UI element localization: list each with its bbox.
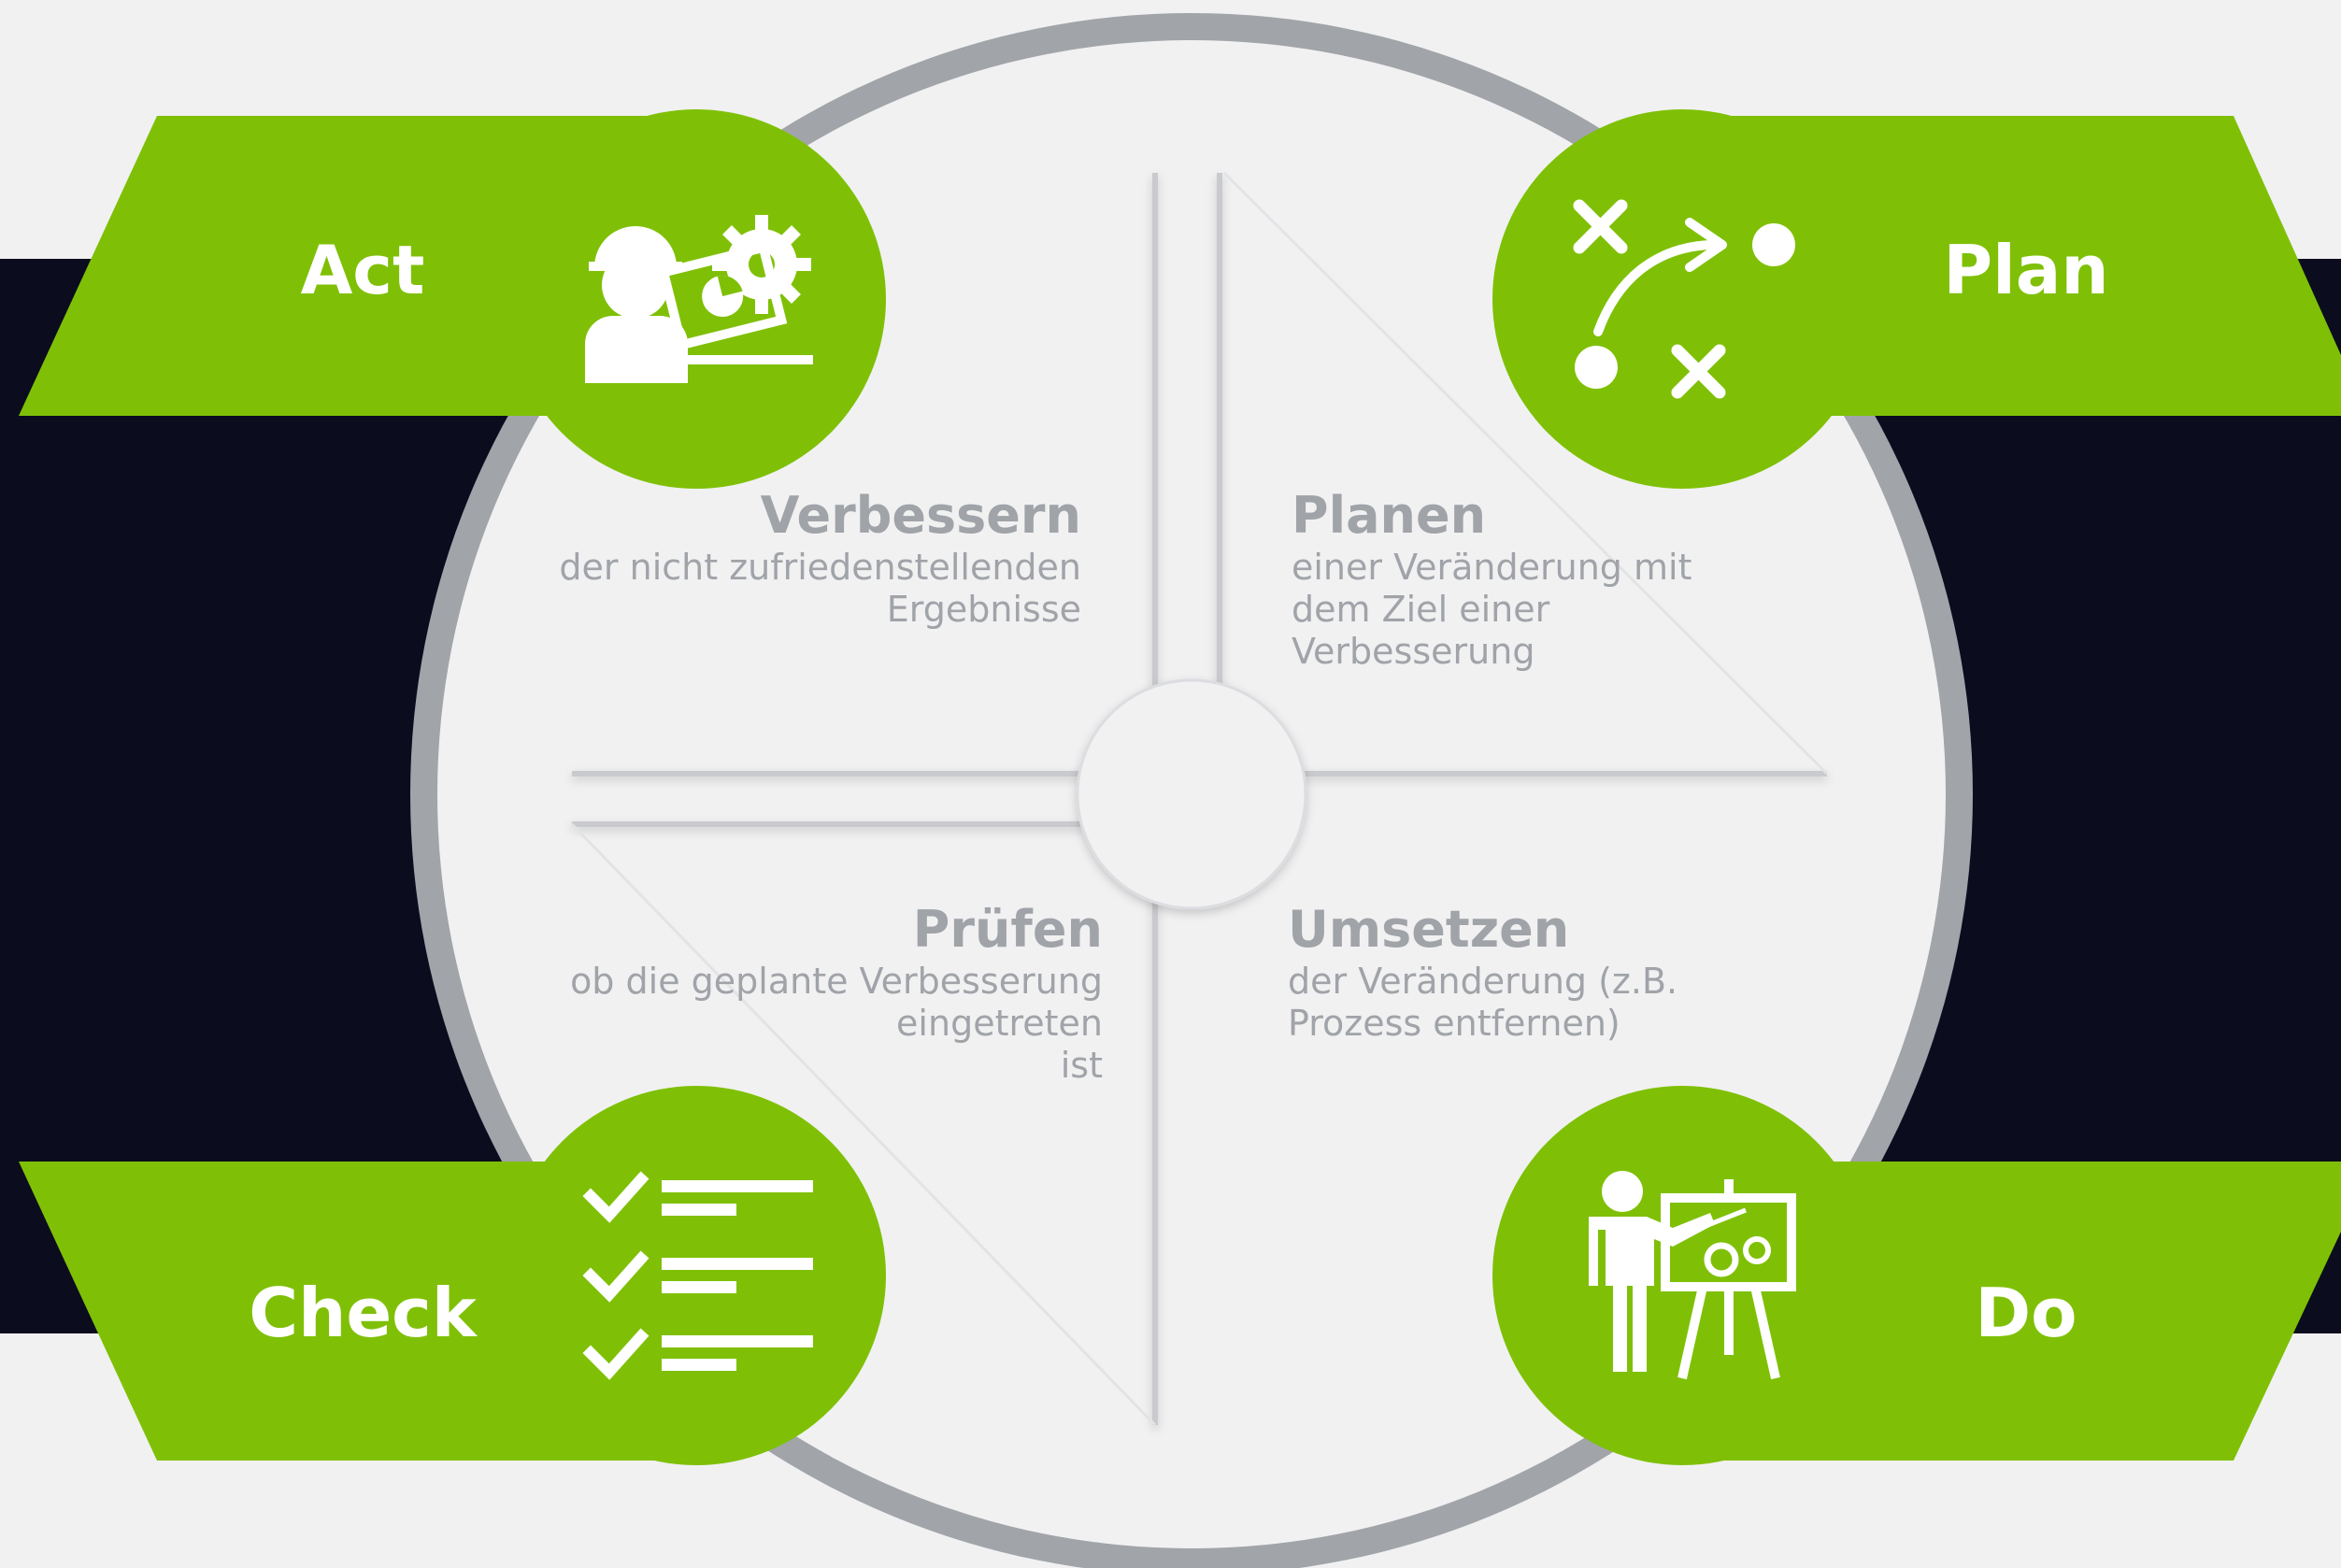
pruefen-line-2: eingetreten [896, 1003, 1103, 1044]
act-label: Act [301, 231, 425, 309]
planen-line-3: Verbesserung [1292, 631, 1534, 672]
phase-plan: Plan [1492, 109, 2341, 489]
pruefen-line-1: ob die geplante Verbesserung [570, 961, 1103, 1002]
quadrant-umsetzen: Umsetzen der Veränderung (z.B. Prozess e… [1288, 900, 1677, 1044]
phase-act: Act [19, 109, 886, 489]
umsetzen-line-2: Prozess entfernen) [1288, 1003, 1620, 1044]
planen-line-1: einer Veränderung mit [1292, 547, 1692, 588]
do-badge [1492, 1086, 1872, 1465]
pruefen-line-3: ist [1061, 1045, 1103, 1086]
check-badge [507, 1086, 886, 1465]
planen-title: Planen [1292, 486, 1486, 545]
center-hub [1076, 678, 1307, 910]
phase-do: Do [1492, 1086, 2341, 1465]
quadrant-verbessern: Verbessern der nicht zufriedenstellenden… [559, 486, 1081, 630]
planen-line-2: dem Ziel einer [1292, 589, 1550, 630]
plan-label: Plan [1943, 231, 2108, 309]
quadrant-dividers [572, 173, 1827, 1425]
diagonal-folds [570, 171, 1829, 1427]
phase-check: Check [19, 1086, 886, 1465]
umsetzen-title: Umsetzen [1288, 900, 1569, 959]
verbessern-line-1: der nicht zufriedenstellenden [559, 547, 1081, 588]
quadrant-planen: Planen einer Veränderung mit dem Ziel ei… [1292, 486, 1692, 672]
engineer-laptop-gear-icon [585, 215, 813, 383]
presenter-board-icon [1589, 1171, 1796, 1380]
quadrant-pruefen: Prüfen ob die geplante Verbesserung eing… [570, 900, 1103, 1086]
strategy-play-icon [1573, 199, 1795, 399]
verbessern-title: Verbessern [761, 486, 1081, 545]
do-label: Do [1975, 1274, 2077, 1352]
pruefen-title: Prüfen [913, 900, 1103, 959]
verbessern-line-2: Ergebnisse [887, 589, 1081, 630]
check-label: Check [249, 1274, 478, 1352]
checklist-icon [582, 1171, 813, 1380]
plan-badge [1492, 109, 1872, 489]
umsetzen-line-1: der Veränderung (z.B. [1288, 961, 1677, 1002]
act-badge [507, 109, 886, 489]
